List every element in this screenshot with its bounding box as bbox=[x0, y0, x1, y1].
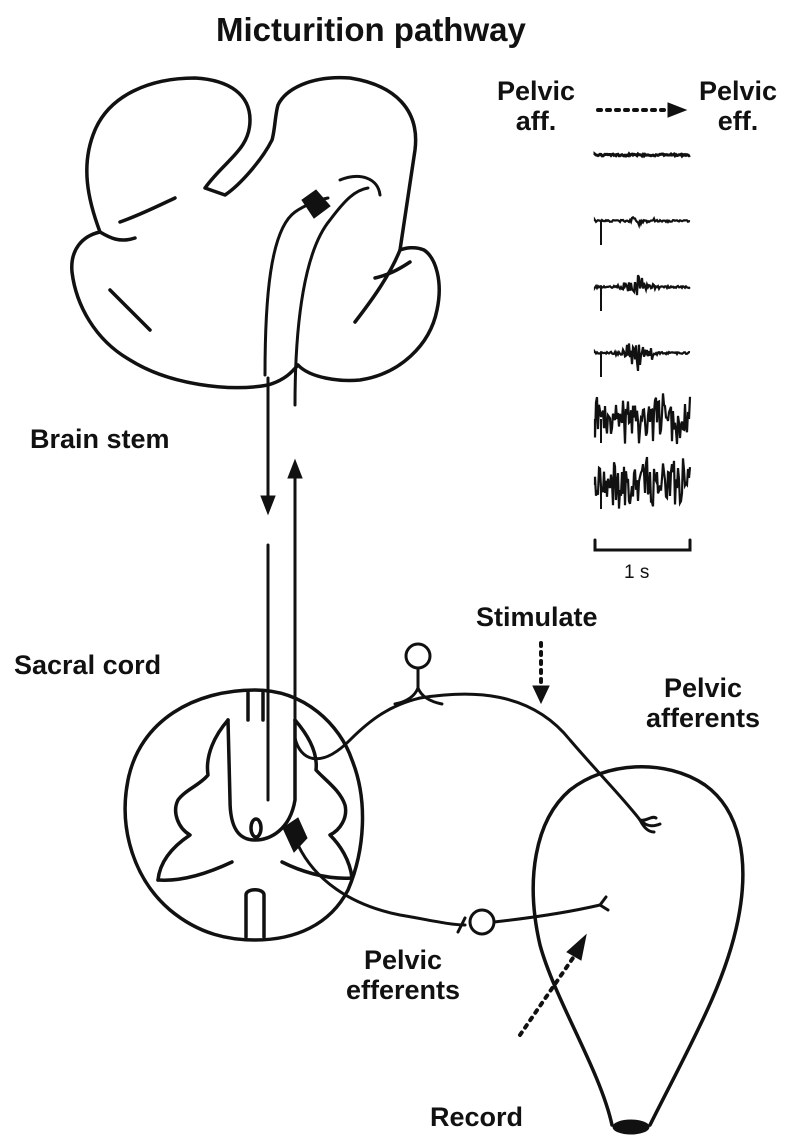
time-scale-bar bbox=[595, 540, 690, 550]
bladder-drawing bbox=[533, 767, 743, 1134]
record-label: Record bbox=[430, 1102, 523, 1132]
diagram-title: Micturition pathway bbox=[216, 12, 526, 49]
brain-stem-label: Brain stem bbox=[30, 424, 170, 454]
pelvic-afferent-path bbox=[295, 643, 660, 832]
pelvic-efferent-path bbox=[298, 845, 608, 1035]
efferent-ganglion-cell bbox=[470, 910, 494, 934]
trace-6 bbox=[595, 457, 690, 509]
brain-stem-drawing bbox=[72, 78, 439, 405]
pelvic-afferents-label: Pelvic afferents bbox=[628, 673, 778, 733]
trace-3 bbox=[595, 275, 690, 295]
time-scale-label: 1 s bbox=[624, 562, 649, 584]
stimulate-label: Stimulate bbox=[476, 602, 598, 632]
brainstem-neuron bbox=[302, 190, 330, 218]
recording-traces bbox=[595, 154, 690, 509]
trace-2 bbox=[595, 217, 690, 225]
afferent-ganglion-cell bbox=[406, 644, 430, 668]
trace-1 bbox=[595, 154, 690, 156]
legend-arrow bbox=[598, 103, 686, 117]
sacral-cord-label: Sacral cord bbox=[14, 650, 161, 680]
pelvic-efferents-label: Pelvic efferents bbox=[328, 945, 478, 1005]
legend-afferent-label: Pelvic aff. bbox=[488, 76, 584, 136]
trace-4 bbox=[595, 344, 690, 371]
trace-5 bbox=[595, 393, 690, 444]
legend-efferent-label: Pelvic eff. bbox=[690, 76, 786, 136]
sacral-cord-drawing bbox=[125, 690, 362, 940]
